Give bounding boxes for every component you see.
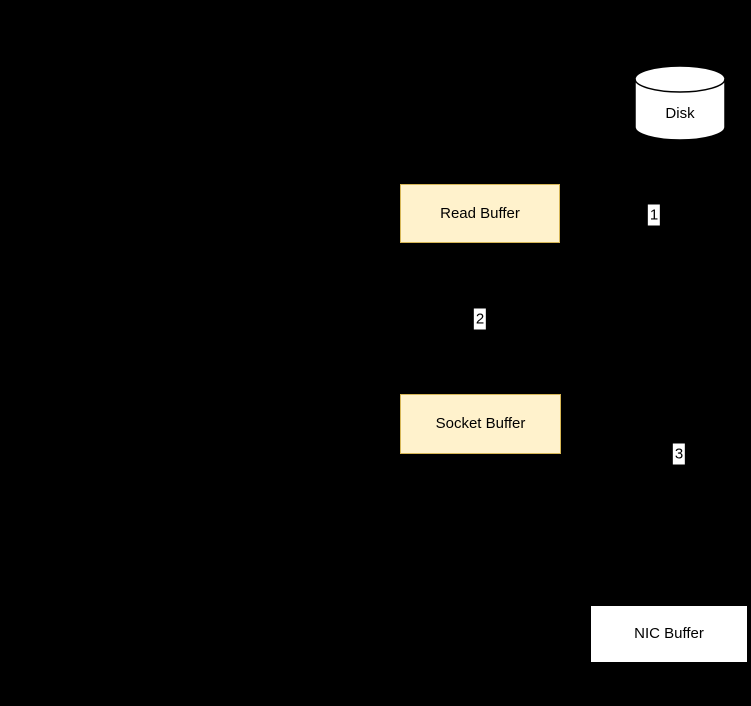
- read-buffer-node: Read Buffer: [400, 184, 560, 243]
- socket-buffer-node-label: Socket Buffer: [435, 415, 526, 432]
- nic-buffer-node: NIC Buffer: [590, 605, 748, 663]
- disk-node: Disk: [634, 65, 726, 141]
- edge-label-step-2: 2: [473, 308, 487, 330]
- read-buffer-node-label: Read Buffer: [440, 204, 520, 222]
- nic-buffer-node-label: NIC Buffer: [634, 625, 704, 642]
- edge-label-step-3: 3: [672, 443, 686, 465]
- disk-node-label: Disk: [665, 105, 695, 122]
- edge-label-step-1: 1: [647, 204, 661, 226]
- disk-cylinder-icon: [634, 65, 726, 141]
- socket-buffer-node: Socket Buffer: [400, 394, 561, 454]
